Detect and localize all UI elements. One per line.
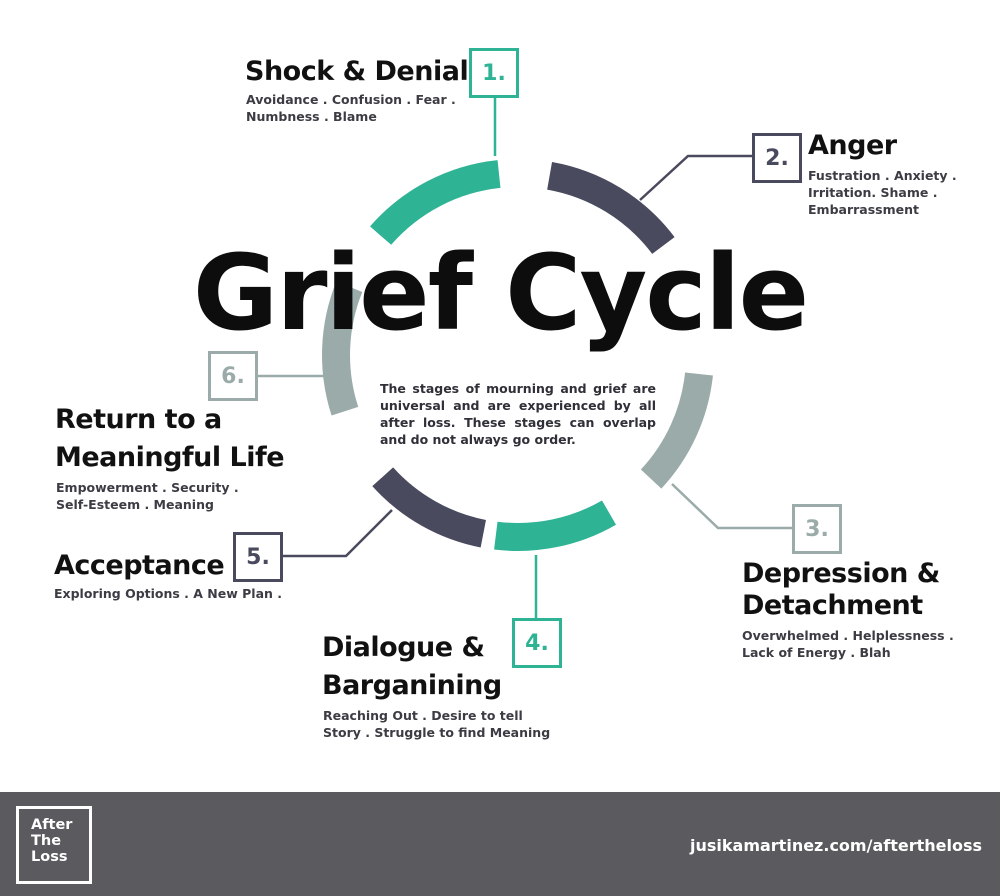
stage-2-desc-line-2: Irritation. Shame .	[808, 185, 938, 200]
arc-stage-2	[546, 162, 675, 255]
stage-6-desc-line-1: Empowerment . Security .	[56, 480, 239, 495]
stage-3-desc-line-1: Overwhelmed . Helplessness .	[742, 628, 954, 643]
stage-6-desc-line-2: Self-Esteem . Meaning	[56, 497, 214, 512]
stage-4-title-line-1: Dialogue &	[322, 632, 485, 663]
page-title: Grief Cycle	[192, 232, 809, 354]
stage-3-desc-line-2: Lack of Energy . Blah	[742, 645, 891, 660]
stage-5-title: Acceptance	[54, 550, 225, 581]
stage-1-desc-line-1: Avoidance . Confusion . Fear .	[246, 92, 456, 107]
connector-stage-2	[639, 154, 752, 201]
stage-6-title-line-1: Return to a	[55, 404, 222, 435]
stage-2-desc-line-3: Embarrassment	[808, 202, 919, 217]
stage-4-desc-line-2: Story . Struggle to find Meaning	[323, 725, 551, 740]
stage-5-desc-line-1: Exploring Options . A New Plan .	[54, 586, 283, 601]
logo-line-3: Loss	[31, 849, 68, 865]
stage-3-title-line-2: Detachment	[742, 590, 923, 621]
grief-cycle-ring	[233, 96, 792, 618]
logo-line-2: The	[31, 833, 62, 849]
website-link[interactable]: jusikamartinez.com/aftertheloss	[690, 836, 982, 855]
after-the-loss-logo: After The Loss	[16, 806, 92, 884]
arc-stage-6	[322, 281, 363, 416]
stage-1-title: Shock & Denial	[245, 56, 469, 87]
arc-stage-1	[370, 160, 501, 245]
stage-1-number-box: 1.	[469, 48, 519, 98]
stage-4-desc-line-1: Reaching Out . Desire to tell	[323, 708, 523, 723]
arc-stage-4	[494, 500, 616, 551]
intro-text: The stages of mourning and grief are uni…	[380, 381, 656, 447]
stage-2-number-box: 2.	[752, 133, 802, 183]
stage-1-desc-line-2: Numbness . Blame	[246, 109, 377, 124]
connector-stage-3	[671, 483, 792, 530]
stage-4-number-box: 4.	[512, 618, 562, 668]
stage-2-title: Anger	[808, 130, 897, 161]
stage-3-number-box: 3.	[792, 504, 842, 554]
stage-6-title-line-2: Meaningful Life	[55, 442, 285, 473]
logo-line-1: After	[31, 817, 73, 833]
stage-3-title-line-1: Depression &	[742, 558, 940, 589]
stage-5-number-box: 5.	[233, 532, 283, 582]
arc-stage-3	[640, 372, 713, 489]
arc-stage-5	[372, 467, 487, 548]
stage-2-desc-line-1: Fustration . Anxiety .	[808, 168, 957, 183]
stage-4-title-line-2: Barganining	[322, 670, 502, 701]
stage-6-number-box: 6.	[208, 351, 258, 401]
footer-bar: After The Loss jusikamartinez.com/aftert…	[0, 792, 1000, 896]
